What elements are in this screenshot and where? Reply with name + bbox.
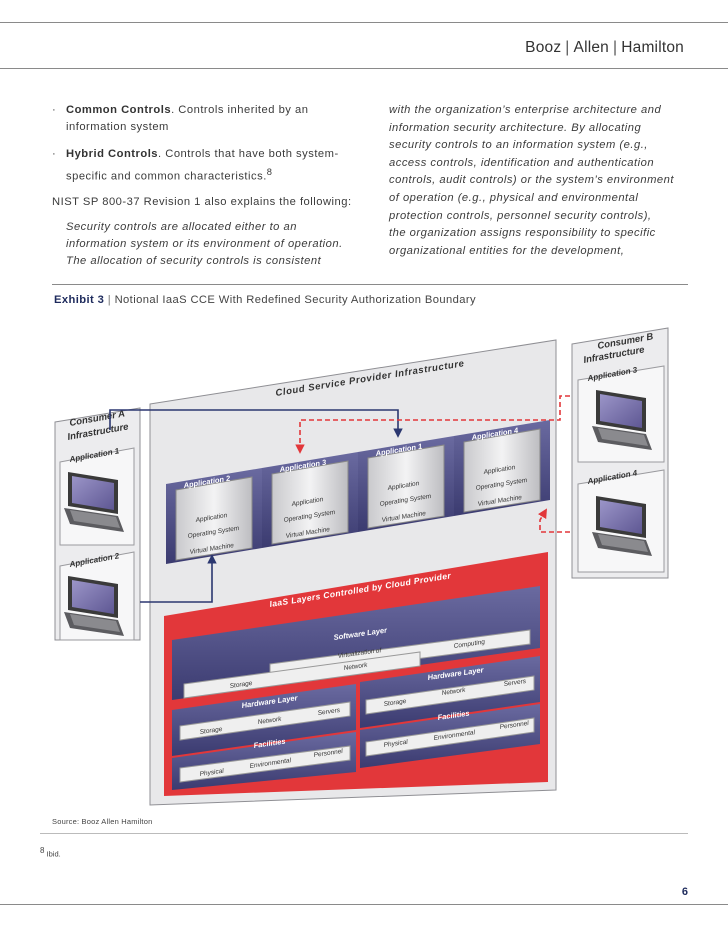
laptop-icon bbox=[592, 496, 652, 556]
bottom-rule bbox=[0, 904, 728, 905]
source-note: Source: Booz Allen Hamilton bbox=[52, 817, 152, 826]
footnote-text: Ibid. bbox=[47, 850, 61, 859]
laptop-icon bbox=[592, 390, 652, 450]
footnote-rule bbox=[40, 833, 688, 834]
vm-stack-application-3: Application 3 Application Operating Syst… bbox=[262, 452, 358, 548]
footnote: 8 Ibid. bbox=[40, 846, 61, 859]
vm-stack-application-1: Application 1 Application Operating Syst… bbox=[358, 436, 454, 532]
page-number: 6 bbox=[682, 886, 688, 898]
vm-stack-application-4: Application 4 Application Operating Syst… bbox=[454, 420, 550, 516]
laptop-icon bbox=[64, 472, 124, 532]
footnote-number: 8 bbox=[40, 846, 44, 855]
laptop-icon bbox=[64, 576, 124, 636]
vm-stack-application-2: Application 2 Application Operating Syst… bbox=[166, 468, 262, 564]
